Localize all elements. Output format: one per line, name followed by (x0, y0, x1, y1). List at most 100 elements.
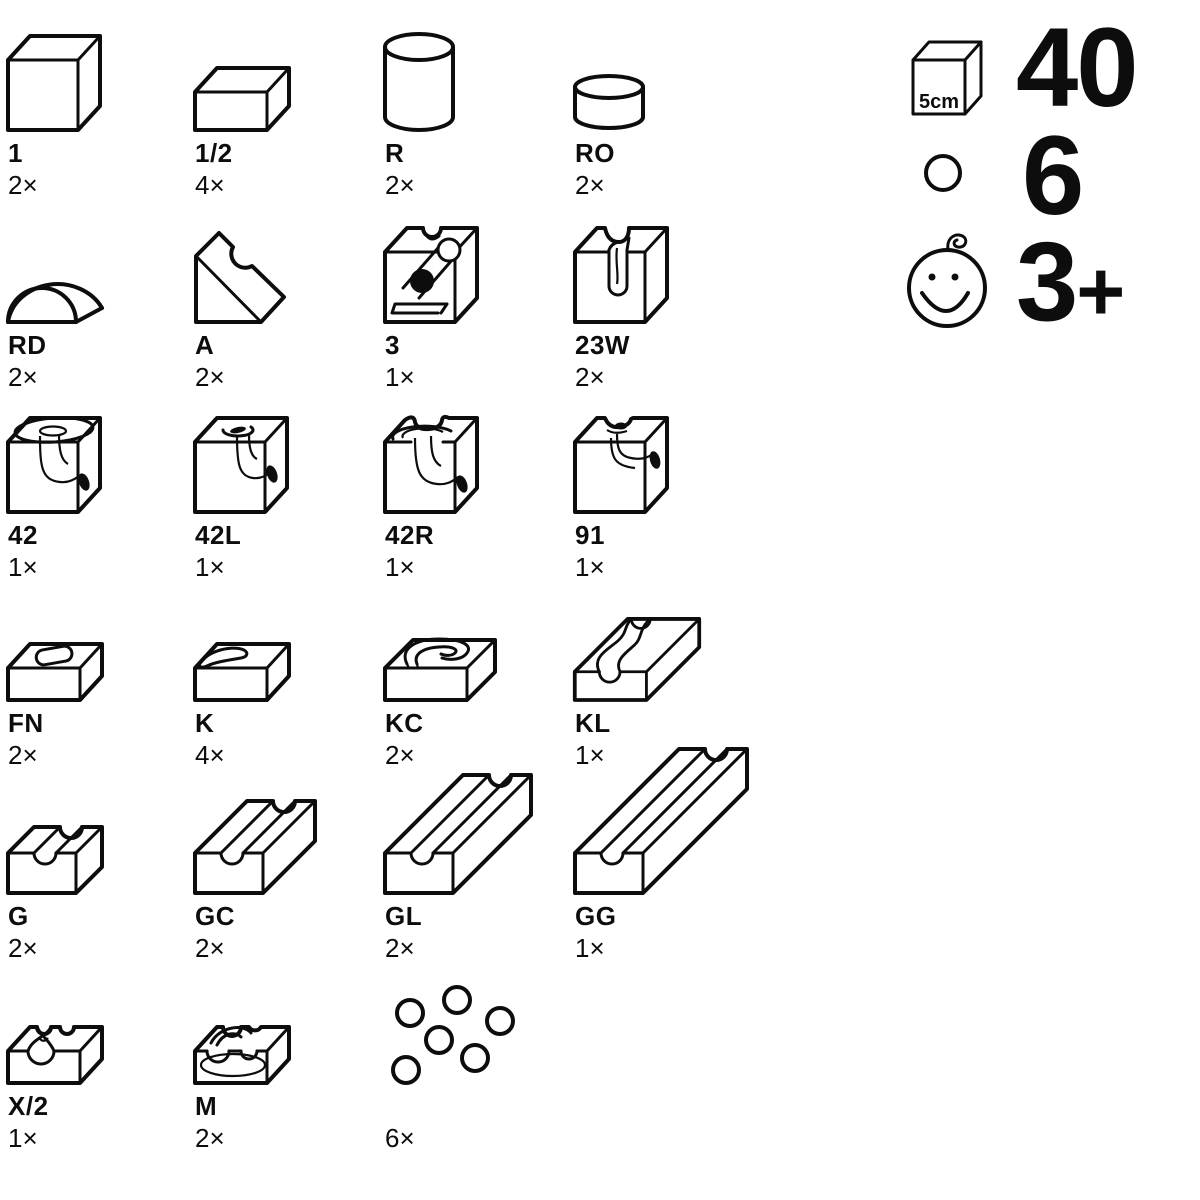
part-cell: GL 2× (381, 742, 535, 963)
age-recommendation: 3+ (1016, 226, 1125, 347)
part-qty: 1× (575, 552, 605, 582)
part-qty: 4× (195, 740, 225, 770)
part-cell: 6× (381, 968, 521, 1153)
part-cell: K 4× (191, 596, 293, 770)
part-qty: 1× (385, 362, 415, 392)
part-id: GL (385, 901, 423, 931)
part-id: RO (575, 138, 615, 168)
slot-plate-block-drawing (6, 642, 104, 702)
tunnel-cube-block-drawing (383, 226, 479, 324)
part-id (385, 1091, 521, 1121)
part-cell: 1 2× (4, 22, 104, 200)
part-qty: 2× (8, 170, 38, 200)
funnel-open-cube-block-drawing (383, 414, 479, 514)
age-number: 3 (1016, 219, 1078, 344)
baby-face-icon (907, 233, 987, 328)
part-cell: A 2× (191, 222, 299, 392)
part-qty: 2× (195, 362, 225, 392)
part-qty: 2× (575, 170, 605, 200)
part-cell: 42 1× (4, 410, 104, 582)
s-curve-long-plate-block-drawing (572, 617, 702, 702)
part-cell: 42R 1× (381, 410, 481, 582)
part-cell: FN 2× (4, 596, 106, 770)
marbles-drawing (391, 985, 515, 1085)
part-qty: 2× (385, 740, 415, 770)
part-id: GC (195, 901, 235, 931)
part-cell: 3 1× (381, 222, 481, 392)
part-cell: G 2× (4, 742, 106, 963)
part-qty: 1× (8, 552, 38, 582)
part-qty: 2× (8, 933, 38, 963)
part-id: K (195, 708, 215, 738)
part-qty: 2× (8, 362, 38, 392)
part-id: 42R (385, 520, 435, 550)
cube-size-label: 5cm (919, 91, 959, 113)
part-id: 1 (8, 138, 23, 168)
part-qty: 2× (385, 933, 415, 963)
part-id: 42 (8, 520, 38, 550)
part-cell: GC 2× (191, 742, 319, 963)
part-qty: 1× (575, 740, 605, 770)
part-id: M (195, 1091, 218, 1121)
curve-top-cube-block-drawing (573, 416, 669, 514)
part-qty: 2× (575, 362, 605, 392)
deep-channel-cube-block-drawing (573, 226, 669, 324)
funnel-left-cube-block-drawing (193, 416, 289, 514)
groove-block-4-drawing (573, 747, 749, 895)
half-cube-block-drawing (193, 66, 291, 132)
part-id: G (8, 901, 29, 931)
part-id: R (385, 138, 405, 168)
age-plus: + (1076, 244, 1125, 338)
part-qty: 2× (8, 740, 38, 770)
part-cell: KC 2× (381, 596, 499, 770)
basin-block-drawing (193, 1025, 291, 1085)
part-id: KC (385, 708, 424, 738)
part-id: 42L (195, 520, 242, 550)
part-cell: 91 1× (571, 410, 671, 582)
part-id: FN (8, 708, 44, 738)
part-id: 23W (575, 330, 630, 360)
funnel-cube-block-drawing (6, 416, 102, 514)
groove-block-3-drawing (383, 773, 533, 895)
groove-block-2-drawing (193, 799, 317, 895)
part-cell: KL 1× (571, 596, 703, 770)
part-cell: 1/2 4× (191, 22, 293, 200)
part-cell: RO 2× (571, 22, 647, 200)
groove-block-1-drawing (6, 825, 104, 895)
part-qty: 2× (195, 933, 225, 963)
part-id: 91 (575, 520, 605, 550)
part-id: GG (575, 901, 617, 931)
part-id: 1/2 (195, 138, 233, 168)
half-round-block-drawing (6, 282, 104, 324)
part-qty: 1× (385, 552, 415, 582)
curve-wide-plate-block-drawing (383, 637, 497, 702)
part-cell: M 2× (191, 968, 293, 1153)
part-cell: RD 2× (4, 222, 106, 392)
part-cell: GG 1× (571, 742, 751, 963)
part-id: KL (575, 708, 611, 738)
part-cell: R 2× (381, 22, 457, 200)
part-id: X/2 (8, 1091, 49, 1121)
total-marbles-count: 6 (1022, 113, 1084, 238)
part-qty: 2× (385, 170, 415, 200)
cube-block-drawing (6, 34, 102, 132)
part-cell: X/2 1× (4, 968, 106, 1153)
part-qty: 4× (195, 170, 225, 200)
part-qty: 6× (385, 1123, 415, 1153)
part-id: A (195, 330, 215, 360)
marble-icon (924, 154, 962, 192)
unit-cube-icon: 5cm (911, 40, 983, 116)
part-qty: 1× (575, 933, 605, 963)
cylinder-block-drawing (383, 32, 455, 132)
part-id: 3 (385, 330, 400, 360)
part-cell: 42L 1× (191, 410, 291, 582)
part-qty: 1× (195, 552, 225, 582)
short-cylinder-block-drawing (573, 74, 645, 130)
angle-wedge-block-drawing (194, 231, 286, 324)
part-cell: 23W 2× (571, 222, 671, 392)
part-qty: 2× (195, 1123, 225, 1153)
part-id: RD (8, 330, 47, 360)
part-qty: 1× (8, 1123, 38, 1153)
total-cubes-count: 40 (1016, 5, 1139, 130)
